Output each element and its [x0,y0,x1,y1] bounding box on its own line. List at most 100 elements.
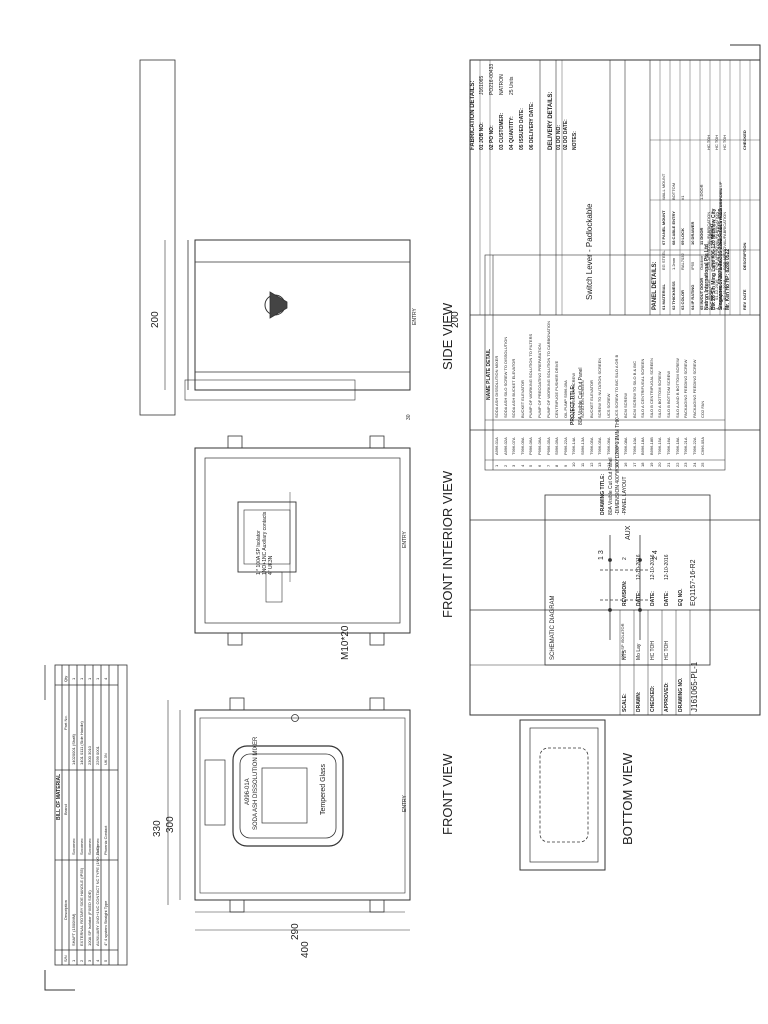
front-panel-tag: A996-01A [245,778,251,805]
panel-row-value: 1.2mm [670,257,676,270]
fab-title: FABRICATION DETAILS: [470,80,476,150]
bom-row-2-sn: 2 [79,959,84,962]
nameplate-row-desc: SILO B CENTRIFUGAL SCREEN [648,358,654,418]
dim-290: 290 [290,923,301,940]
checked-date-label: DATE: [650,591,656,606]
front-interior-view-lines [194,435,411,646]
nameplate-row-num: 11 [580,462,585,467]
fab-row-label: 01 JOB NO: [479,122,485,150]
nameplate-row-desc: SILO A AND B BOTTOM SCREW [674,358,680,418]
rev-header-desc: DESCRIPTION [742,242,747,270]
nameplate-row-tag: T996-07A [511,437,517,455]
nameplate-row-num: 16 [623,462,628,467]
nameplate-row-num: 20 [657,462,663,467]
dim-m10: M10*20 [340,625,351,660]
notes-title: NOTES: [572,131,578,150]
fab-row-label: 02 PO NO: [489,125,495,150]
bom-row-1-desc: SHAFT (1500MM) [71,913,76,946]
approved-date-label: DATE: [664,591,670,606]
bom-table-lines [54,664,128,966]
nameplate-row-desc: SODA ASH SILO SCREW TO DISSOLUTION [502,336,508,418]
nameplate-row-tag: T996-06A [605,437,611,455]
nameplate-row-desc: PACKAGING FEEDING SCREW [691,359,697,418]
checked-date-value: 12-10-2016 [650,554,656,580]
scale-label: SCALE: [622,693,628,712]
nameplate-row-desc: BUCKET ELEVATOR [519,380,525,418]
bom-header-part-no: Part No. [63,715,68,730]
bom-row-3-qty: 1 [87,677,92,680]
fab-row-label: 06 DELIVERY DATE: [529,102,535,150]
bom-header-qty: Qty [63,675,68,682]
nameplate-row-tag: A996-02A [502,437,508,455]
nameplate-row-desc: SODA ASH BUCKET ELEVATOR [511,358,517,418]
approved-date-value: 12-10-2016 [664,554,670,580]
bom-row-2-part: 1401 0111 (Side Handle) [79,721,84,765]
nameplate-row-tag: T996-18A [674,437,680,455]
nameplate-row-num: 7 [545,464,551,467]
drawing-title-3: -PANEL LAYOUT [622,476,628,515]
nameplate-row-tag: P996-06A [537,437,542,455]
drawing-title-label: DRAWING TITLE: [600,473,606,515]
bom-row-5-sn: 5 [103,959,108,962]
nameplate-row-tag: A996-01A [494,437,499,455]
bom-title: BILL OF MATERIAL [56,773,62,820]
nameplate-row-num: 5 [528,464,534,467]
bom-header-description: Description [63,899,68,920]
nameplate-row-desc: PUMP OF PRECOATING PREPARATION [537,343,542,418]
bom-row-5-desc: 4" 4 system Straight Type [103,900,108,946]
nameplate-row-desc: PACKAGING FEEDING SCREW [683,359,689,418]
bom-row-3-sn: 3 [87,959,92,962]
drawing-title-2: -DIMENSION 400*W300*D200*1.2MM THK [615,417,621,515]
panel-row-value: IP55 [689,261,695,270]
bom-row-5-qty: 4 [103,677,108,680]
company-address-1: Blk 26 Sin Ming Lane #06-120 Midview Cit… [711,208,717,310]
nameplate-row-tag: T996-10A [631,437,637,455]
panel-row-label: 01 MATERIAL [661,284,666,310]
tempered-glass-label: Tempered Glass [320,764,327,815]
nameplate-row-tag: T996-14A [571,437,577,455]
nameplate-row-desc: CO2 FAN [700,400,706,418]
side-view-lines [164,239,411,401]
nameplate-row-tag: P996-06A [528,437,534,455]
schematic-title: SCHEMATIC DIAGRAM [550,595,556,660]
scale-value: NTS [622,650,628,660]
bom-row-4-qty: 1 [95,677,100,680]
dim-400: 400 [300,941,311,958]
nameplate-row-num: 21 [666,462,671,467]
rev-header-rev: REV [742,301,747,310]
approved-label: APPROVED: [664,682,670,712]
fab-row-label: 05 ISSUED DATE: [519,108,525,150]
nameplate-row-desc: PUMP OF WORKING SOLUTION TO CARBONATION [545,320,551,418]
nameplate-row-tag: P996-05A [545,437,551,455]
panel-row-value-2: WALL MOUNT [661,173,666,200]
nameplate-row-num: 18 [640,462,646,467]
do-no-label: 01 DO NO: [556,124,562,150]
nameplate-row-num: 23 [683,462,689,467]
note-text: Switch Lever - Padlockable [585,203,594,301]
bom-row-4-part: 2299 0001 [95,746,100,765]
bom-row-4-sn: 4 [95,959,100,962]
side-entry-label: ENTRY [412,308,418,325]
nameplate-title: NAME PLATE DETAIL [486,348,492,400]
drawn-date-value: 12-10-2016 [636,554,642,580]
drawn-value: Mo Lay [636,643,642,660]
panel-row-label-2: 11 DOOR [699,227,704,245]
nameplate-row-tag: T996-22A [691,437,697,455]
company-address-2: Singapore 573971 T:6316 2262 F:6515 4359 [718,208,724,310]
revision-value: 2 [622,557,628,560]
eq-no-label: EQ NO. [678,588,684,606]
nameplate-row-desc: OIL PUMP S996-09A [562,380,568,418]
nameplate-row-tag: B996-18A [640,437,646,455]
nameplate-row-tag: C996-05A [700,436,706,455]
delivery-title: DELIVERY DETAILS: [548,91,554,150]
panel-row-label: 04 IP RATING [689,284,695,310]
bom-row-2-qty: 1 [79,677,84,680]
nameplate-row-tag: S996-13A [580,437,585,455]
bom-row-3-part: 2300 3010 [87,746,92,765]
bom-header-brand: Brand [63,804,68,815]
nameplate-row-desc: BUCKET ELEVATOR [588,380,594,418]
nameplate-row-num: 1 [494,464,499,467]
front-entry-label: ENTRY [402,795,408,812]
